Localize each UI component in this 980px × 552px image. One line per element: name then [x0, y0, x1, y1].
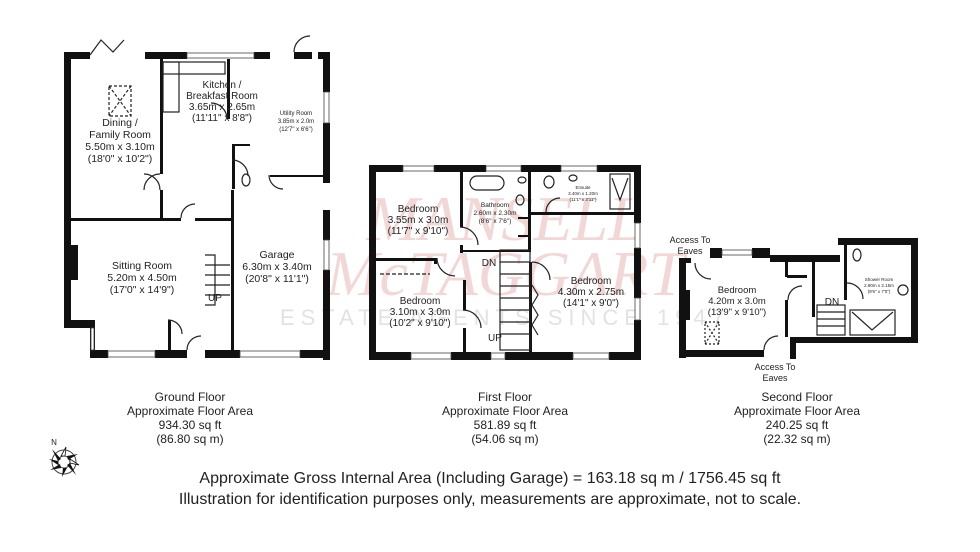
svg-text:Eaves: Eaves — [762, 373, 788, 383]
room-utility: Utility Room 3.85m x 2.0m (12'7" x 6'6") — [278, 111, 314, 133]
floor-area-sqft: 240.25 sq ft — [765, 418, 829, 432]
room-kitchen-breakfast: Kitchen / Breakfast Room 3.65m x 2.65m (… — [186, 80, 258, 124]
access-to-eaves-top: Access To Eaves — [670, 235, 711, 256]
second-floor-summary: Second Floor Approximate Floor Area 240.… — [717, 390, 877, 446]
room-shower-room: Shower Room 2.90m x 2.15m (9'6" x 7'0") — [864, 277, 894, 294]
svg-text:(12'7" x 6'6"): (12'7" x 6'6") — [279, 127, 313, 133]
svg-text:(13'9" x 9'10"): (13'9" x 9'10") — [708, 307, 766, 318]
stairs-down-label: DN — [482, 258, 496, 269]
floor-area-sqm: (54.06 sq m) — [471, 432, 539, 446]
svg-text:3.85m x 2.0m: 3.85m x 2.0m — [278, 119, 314, 125]
room-bedroom-attic: Bedroom 4.20m x 3.0m (13'9" x 9'10") — [708, 285, 766, 318]
stairs-up-label: UP — [488, 333, 502, 344]
disclaimer: Illustration for identification purposes… — [178, 491, 802, 508]
svg-text:(18'0" x 10'2"): (18'0" x 10'2") — [88, 153, 153, 165]
svg-text:2.60m x 2.30m: 2.60m x 2.30m — [474, 210, 517, 217]
stairs-down-label: DN — [825, 297, 839, 308]
svg-text:3.10m x 3.0m: 3.10m x 3.0m — [390, 307, 451, 318]
svg-text:(9'6" x 7'0"): (9'6" x 7'0") — [868, 289, 891, 294]
svg-text:Sitting Room: Sitting Room — [112, 260, 172, 272]
svg-text:Eaves: Eaves — [677, 246, 703, 256]
first-floor-plan: Bedroom 3.55m x 3.0m (11'7" x 9'10") Bat… — [369, 165, 641, 360]
svg-text:(11'7" x 9'10"): (11'7" x 9'10") — [388, 226, 449, 237]
floor-area-sqft: 934.30 sq ft — [158, 418, 222, 432]
first-floor-summary: First Floor Approximate Floor Area 581.8… — [425, 390, 585, 446]
gross-internal-area: Approximate Gross Internal Area (Includi… — [199, 470, 781, 487]
svg-text:Access To: Access To — [755, 362, 796, 372]
svg-text:(17'0" x 14'9"): (17'0" x 14'9") — [110, 284, 175, 296]
svg-text:5.20m x 4.50m: 5.20m x 4.50m — [107, 272, 177, 284]
room-dining-family-room: Dining / Family Room 5.50m x 3.10m (18'0… — [85, 117, 155, 165]
svg-text:Dining /: Dining / — [102, 117, 138, 129]
svg-text:(8'6" x 7'6"): (8'6" x 7'6") — [479, 218, 512, 225]
svg-text:4.20m x 3.0m: 4.20m x 3.0m — [708, 296, 766, 307]
room-bathroom: Bathroom 2.60m x 2.30m (8'6" x 7'6") — [474, 202, 517, 225]
room-ensuite: Ensuite 3.40m x 1.20m (11'1" x 3'11") — [568, 185, 598, 202]
floor-name: Ground Floor — [154, 390, 226, 404]
floor-area-label: Approximate Floor Area — [126, 404, 254, 418]
svg-text:4.30m x 2.75m: 4.30m x 2.75m — [558, 287, 624, 298]
svg-text:3.55m x 3.0m: 3.55m x 3.0m — [388, 215, 449, 226]
room-sitting-room: Sitting Room 5.20m x 4.50m (17'0" x 14'9… — [107, 260, 177, 296]
svg-text:Access To: Access To — [670, 235, 711, 245]
ground-floor-summary: Ground Floor Approximate Floor Area 934.… — [110, 390, 270, 446]
ground-floor-plan: Dining / Family Room 5.50m x 3.10m (18'0… — [64, 35, 330, 360]
compass-north-label: N — [51, 438, 57, 447]
svg-text:6.30m x 3.40m: 6.30m x 3.40m — [242, 261, 312, 273]
svg-text:Bedroom: Bedroom — [398, 204, 439, 215]
svg-text:Garage: Garage — [259, 249, 294, 261]
svg-text:3.40m x 1.20m: 3.40m x 1.20m — [568, 191, 598, 196]
svg-text:(11'11" x 8'8"): (11'11" x 8'8") — [192, 113, 252, 124]
svg-text:Utility Room: Utility Room — [280, 111, 312, 117]
svg-text:(20'8" x 11'1"): (20'8" x 11'1") — [245, 273, 309, 285]
svg-text:Family Room: Family Room — [89, 129, 151, 141]
svg-text:Kitchen /: Kitchen / — [203, 80, 242, 91]
compass-rose-icon: N — [49, 438, 80, 477]
svg-text:Bathroom: Bathroom — [481, 202, 509, 209]
watermark-line3: ESTATE AGENTS SINCE 1947 — [280, 305, 730, 330]
svg-text:Ensuite: Ensuite — [575, 185, 591, 190]
floor-area-sqft: 581.89 sq ft — [473, 418, 537, 432]
svg-text:2.90m x 2.15m: 2.90m x 2.15m — [864, 283, 894, 288]
svg-text:Bedroom: Bedroom — [718, 285, 757, 296]
svg-text:Breakfast Room: Breakfast Room — [186, 91, 258, 102]
floor-area-sqm: (22.32 sq m) — [763, 432, 831, 446]
room-bedroom-3: Bedroom 4.30m x 2.75m (14'1" x 9'0") — [558, 276, 624, 309]
svg-text:Bedroom: Bedroom — [571, 276, 612, 287]
floor-area-sqm: (86.80 sq m) — [156, 432, 224, 446]
watermark-line1: MANSELL — [365, 183, 643, 254]
svg-text:(10'2" x 9'10"): (10'2" x 9'10") — [389, 318, 451, 329]
svg-text:Bedroom: Bedroom — [400, 296, 441, 307]
svg-text:(11'1" x 3'11"): (11'1" x 3'11") — [569, 197, 597, 202]
svg-text:(14'1" x 9'0"): (14'1" x 9'0") — [563, 298, 619, 309]
stairs-up-label: UP — [208, 293, 222, 304]
room-bedroom-1: Bedroom 3.55m x 3.0m (11'7" x 9'10") — [388, 204, 449, 237]
room-garage: Garage 6.30m x 3.40m (20'8" x 11'1") — [242, 249, 312, 285]
room-bedroom-2: Bedroom 3.10m x 3.0m (10'2" x 9'10") — [389, 296, 451, 329]
floor-name: First Floor — [478, 390, 532, 404]
floor-name: Second Floor — [761, 390, 833, 404]
svg-text:Shower Room: Shower Room — [865, 277, 894, 282]
svg-text:3.65m x 2.65m: 3.65m x 2.65m — [189, 102, 255, 113]
second-floor-plan: Bedroom 4.20m x 3.0m (13'9" x 9'10") Sho… — [670, 235, 918, 383]
floor-area-label: Approximate Floor Area — [441, 404, 569, 418]
svg-text:5.50m x 3.10m: 5.50m x 3.10m — [85, 141, 155, 153]
access-to-eaves-bottom: Access To Eaves — [755, 362, 796, 383]
floor-area-label: Approximate Floor Area — [733, 404, 861, 418]
